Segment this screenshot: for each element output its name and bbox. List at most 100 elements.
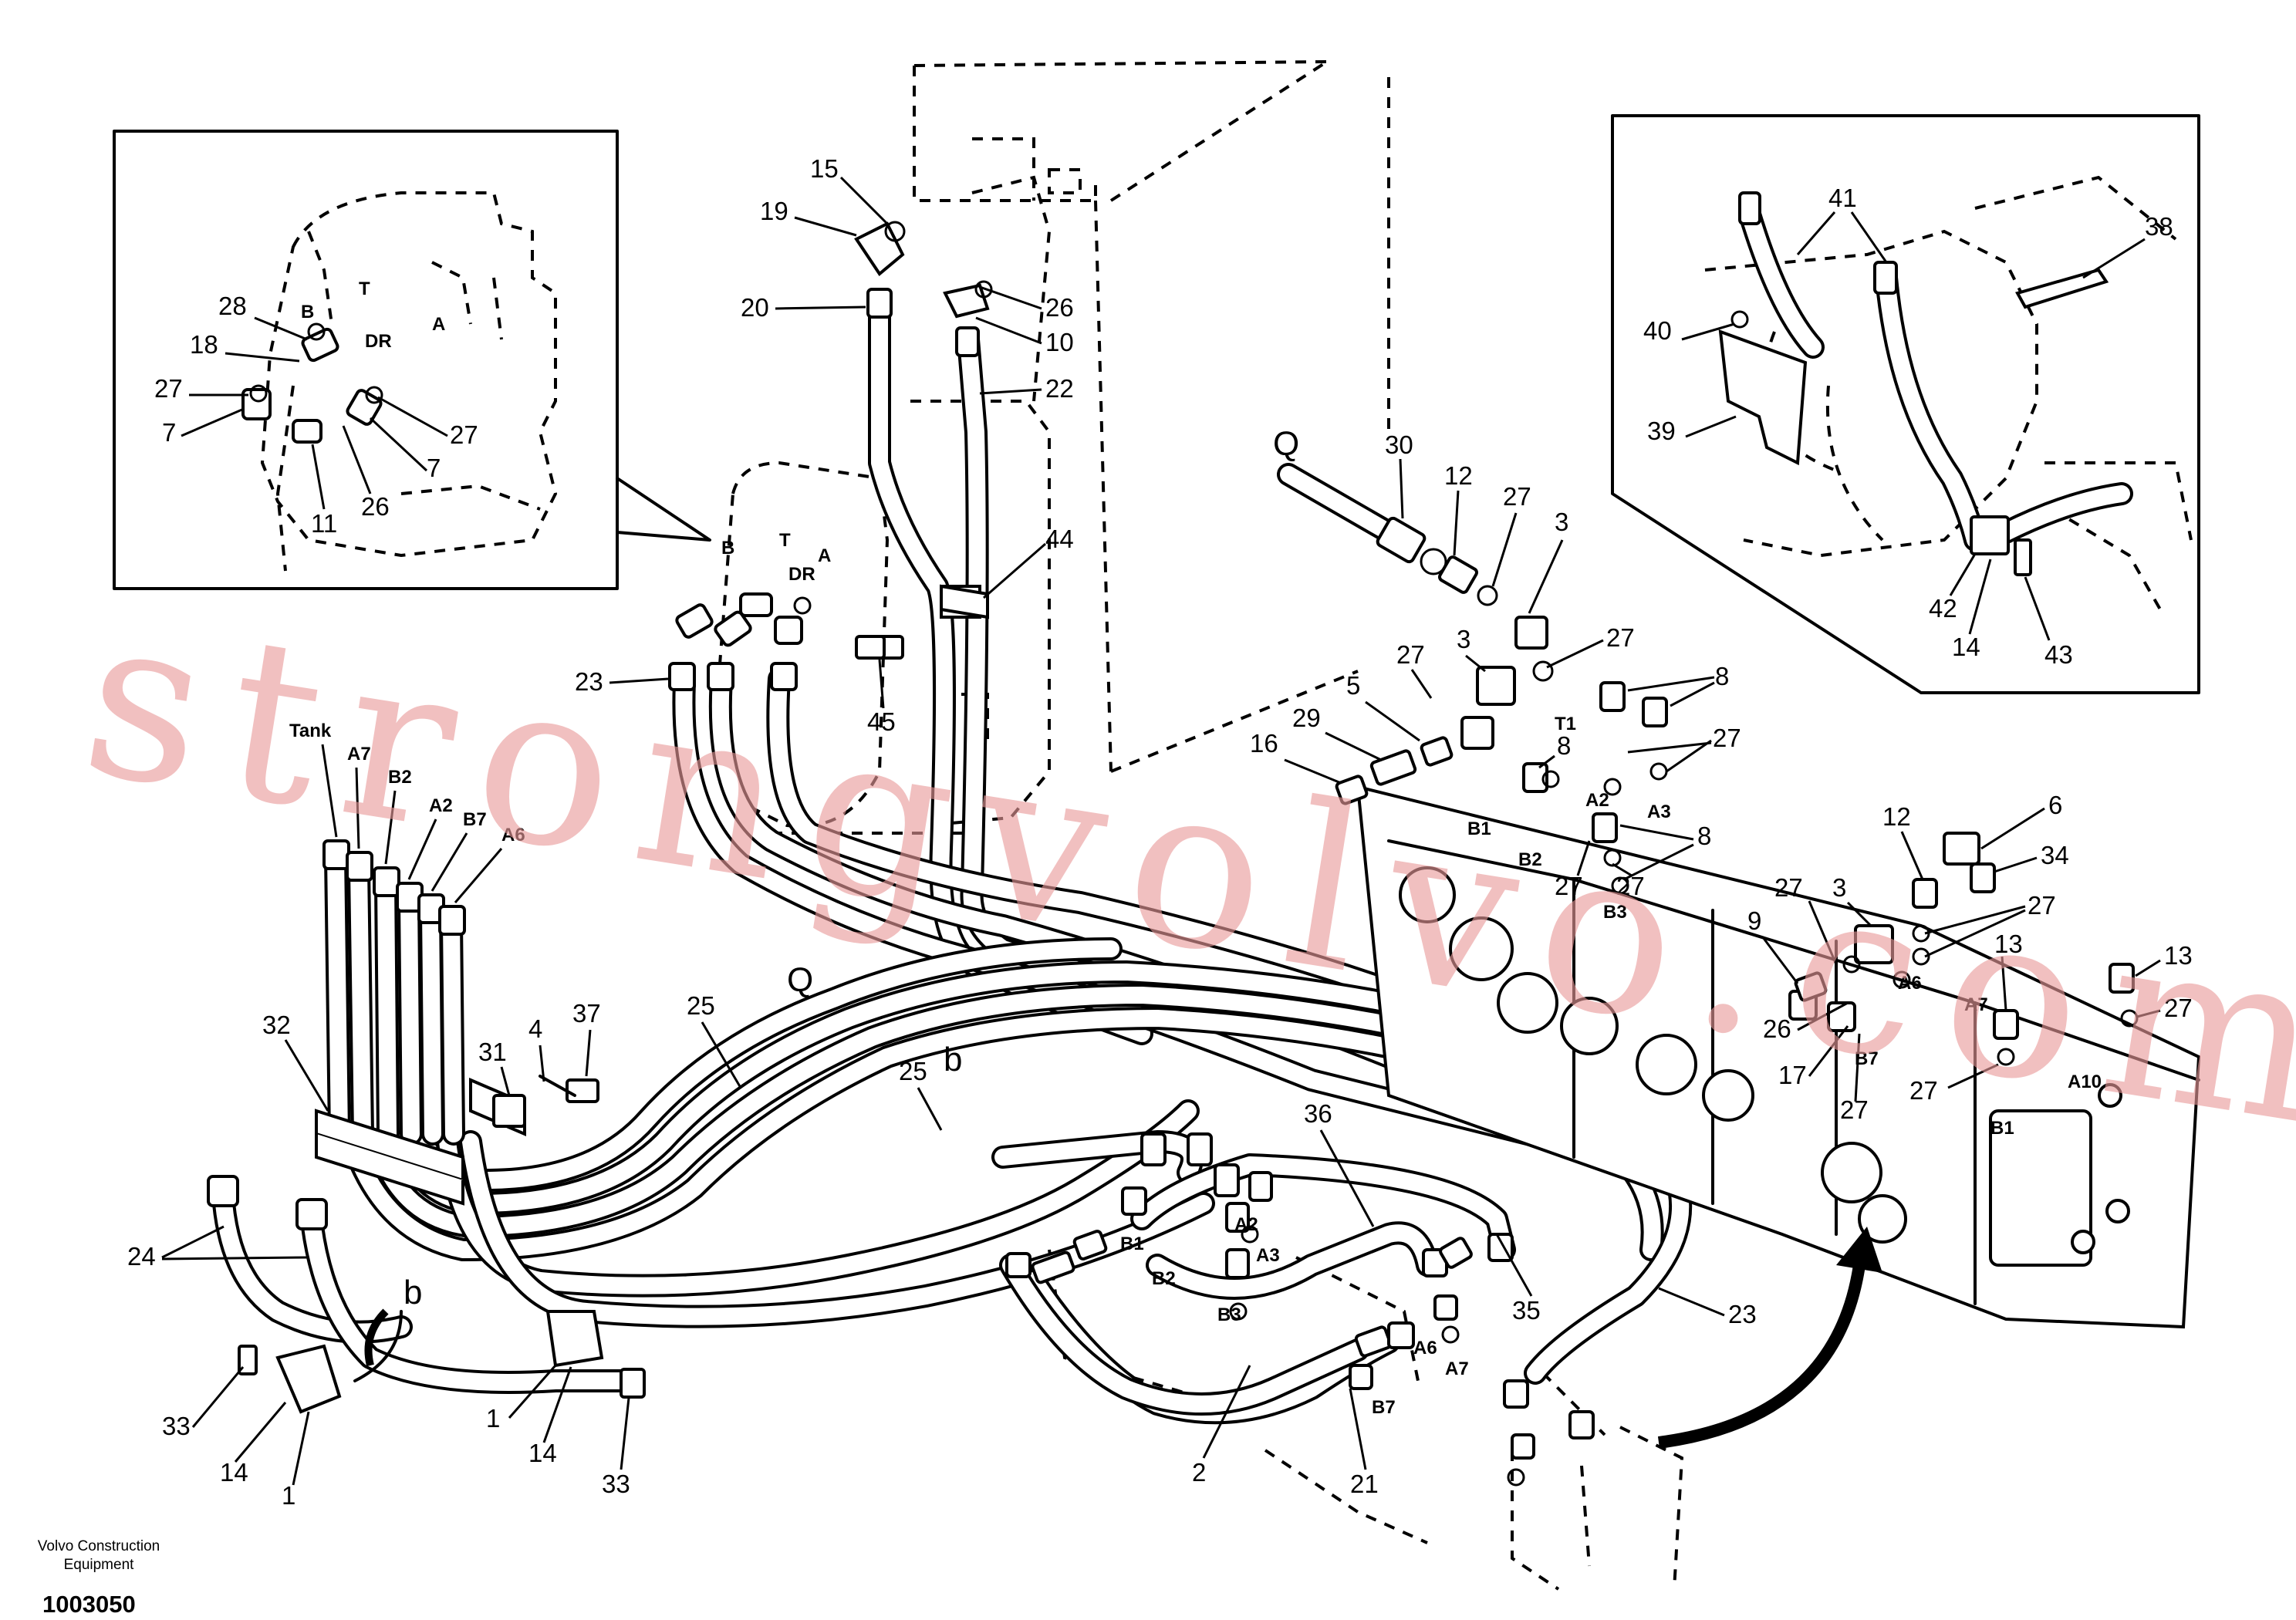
callout-19: 19 bbox=[760, 197, 788, 225]
callout-32: 32 bbox=[262, 1011, 291, 1039]
view-marker-b-left: b bbox=[403, 1274, 422, 1311]
port-label-b10: B1 bbox=[1990, 1118, 2014, 1139]
callout-40: 40 bbox=[1643, 316, 1672, 345]
callout-27-f: 27 bbox=[1616, 872, 1645, 900]
callout-12-b: 12 bbox=[1882, 802, 1911, 831]
callout-26-valve: 26 bbox=[1763, 1014, 1791, 1043]
tank-port-labels: Tank A7 B2 A2 B7 A6 bbox=[289, 721, 525, 903]
callout-13-a: 13 bbox=[1994, 930, 2023, 958]
part-callouts: 15 19 20 26 10 22 44 45 23 30 12 27 3 27… bbox=[127, 154, 2193, 1510]
callout-25-a: 25 bbox=[687, 991, 715, 1020]
port-label-a7-valve: A7 bbox=[1964, 994, 1988, 1015]
inset-port-label-b: B bbox=[301, 302, 314, 322]
port-label-a6: A6 bbox=[501, 825, 525, 845]
inset-hose-clamp-detail: 41 38 40 39 42 14 43 bbox=[1611, 114, 2200, 694]
view-marker-q-lower: Q bbox=[787, 961, 813, 999]
lower-fittings: B1 B2 A2 A3 B3 A6 A7 B7 bbox=[1005, 1132, 1595, 1487]
lower-frame-outline bbox=[1048, 1249, 1684, 1591]
callout-36: 36 bbox=[1304, 1099, 1332, 1128]
port-label-b1-valve: B1 bbox=[1467, 818, 1491, 839]
callout-27-k: 27 bbox=[1909, 1076, 1938, 1105]
callout-8-a: 8 bbox=[1715, 662, 1729, 690]
port-label-a2-lower: A2 bbox=[1234, 1214, 1258, 1235]
port-label-a7: A7 bbox=[347, 744, 371, 764]
port-label-dr: DR bbox=[788, 564, 815, 585]
port-label-b3-valve: B3 bbox=[1603, 902, 1627, 923]
callout-41: 41 bbox=[1828, 184, 1857, 212]
callout-39: 39 bbox=[1647, 417, 1676, 445]
callout-27-e: 27 bbox=[1555, 872, 1583, 900]
inset-swing-motor-detail: B T DR A 28 18 27 7 11 26 27 7 bbox=[113, 130, 711, 590]
callout-16: 16 bbox=[1250, 729, 1278, 758]
callout-33-left: 33 bbox=[162, 1412, 191, 1440]
port-label-b2-lower: B2 bbox=[1152, 1268, 1176, 1289]
drawing-number: 1003050 bbox=[42, 1591, 136, 1618]
view-marker-b: b bbox=[944, 1041, 962, 1078]
callout-1-left: 1 bbox=[282, 1481, 295, 1510]
port-label-a3-valve: A3 bbox=[1647, 802, 1671, 822]
callout-45: 45 bbox=[867, 707, 896, 736]
callout-15: 15 bbox=[810, 154, 839, 183]
callout-3-b: 3 bbox=[1457, 625, 1470, 653]
callout-9: 9 bbox=[1747, 906, 1761, 935]
callout-14-mid: 14 bbox=[528, 1439, 557, 1467]
port-label-a7-lower: A7 bbox=[1445, 1358, 1469, 1379]
callout-1-mid: 1 bbox=[486, 1404, 500, 1433]
callout-8-c: 8 bbox=[1697, 822, 1711, 850]
callout-35: 35 bbox=[1512, 1296, 1541, 1325]
control-valve-block: T1 B1 A2 A3 B2 B3 A6 A7 B7 A10 B1 bbox=[1277, 463, 2201, 1329]
port-label-tank: Tank bbox=[289, 721, 332, 741]
port-label-t: T bbox=[779, 530, 791, 551]
callout-31: 31 bbox=[478, 1038, 507, 1066]
inset-port-label-a: A bbox=[432, 314, 445, 335]
callout-5: 5 bbox=[1346, 671, 1360, 700]
callout-37: 37 bbox=[572, 999, 601, 1028]
callout-27-inset-b: 27 bbox=[450, 420, 478, 449]
company-name-line2: Equipment bbox=[64, 1557, 135, 1573]
callout-27-inset-a: 27 bbox=[154, 374, 183, 403]
callout-29: 29 bbox=[1292, 704, 1321, 732]
port-label-t1: T1 bbox=[1555, 714, 1576, 734]
callout-23-bottom: 23 bbox=[1728, 1300, 1757, 1328]
callout-17: 17 bbox=[1778, 1061, 1807, 1089]
callout-27-c: 27 bbox=[1396, 640, 1425, 669]
port-label-b: B bbox=[721, 538, 734, 559]
callout-38: 38 bbox=[2145, 212, 2173, 241]
callout-18: 18 bbox=[190, 330, 218, 359]
callout-27-i: 27 bbox=[1840, 1095, 1869, 1124]
port-label-b1-lower: B1 bbox=[1120, 1234, 1144, 1254]
callout-10: 10 bbox=[1045, 328, 1074, 356]
port-label-a6-valve: A6 bbox=[1898, 973, 1922, 994]
callout-28: 28 bbox=[218, 292, 247, 320]
callout-7-inset-b: 7 bbox=[427, 454, 441, 482]
callout-14-left: 14 bbox=[220, 1458, 248, 1487]
port-label-b7-lower: B7 bbox=[1372, 1397, 1396, 1418]
callout-22: 22 bbox=[1045, 374, 1074, 403]
callout-44: 44 bbox=[1045, 525, 1074, 553]
inset-port-label-t: T bbox=[359, 278, 370, 299]
callout-27-a: 27 bbox=[1503, 482, 1531, 511]
callout-30: 30 bbox=[1385, 430, 1413, 459]
callout-11: 11 bbox=[311, 509, 337, 538]
callout-26-top: 26 bbox=[1045, 293, 1074, 322]
callout-27-g: 27 bbox=[2028, 891, 2056, 920]
inset-port-label-dr: DR bbox=[365, 331, 392, 352]
port-label-b2: B2 bbox=[388, 767, 412, 788]
callout-6: 6 bbox=[2048, 791, 2062, 819]
hose-bundle bbox=[212, 289, 1693, 1425]
port-label-a2-valve: A2 bbox=[1585, 790, 1609, 811]
callout-26-inset: 26 bbox=[361, 492, 390, 521]
view-marker-q: Q bbox=[1273, 425, 1299, 463]
callout-8-b: 8 bbox=[1557, 731, 1571, 760]
port-label-a2: A2 bbox=[429, 795, 453, 816]
callout-13-b: 13 bbox=[2164, 941, 2193, 970]
callout-14-inset: 14 bbox=[1952, 633, 1980, 661]
callout-27-d: 27 bbox=[1713, 724, 1741, 752]
callout-27-b: 27 bbox=[1606, 623, 1635, 652]
tank-return-block bbox=[207, 839, 526, 1230]
port-label-b2-valve: B2 bbox=[1518, 849, 1542, 870]
callout-25-b: 25 bbox=[899, 1057, 927, 1085]
port-label-a3-lower: A3 bbox=[1256, 1245, 1280, 1266]
callout-3-c: 3 bbox=[1832, 873, 1846, 902]
callout-3-a: 3 bbox=[1555, 508, 1568, 536]
